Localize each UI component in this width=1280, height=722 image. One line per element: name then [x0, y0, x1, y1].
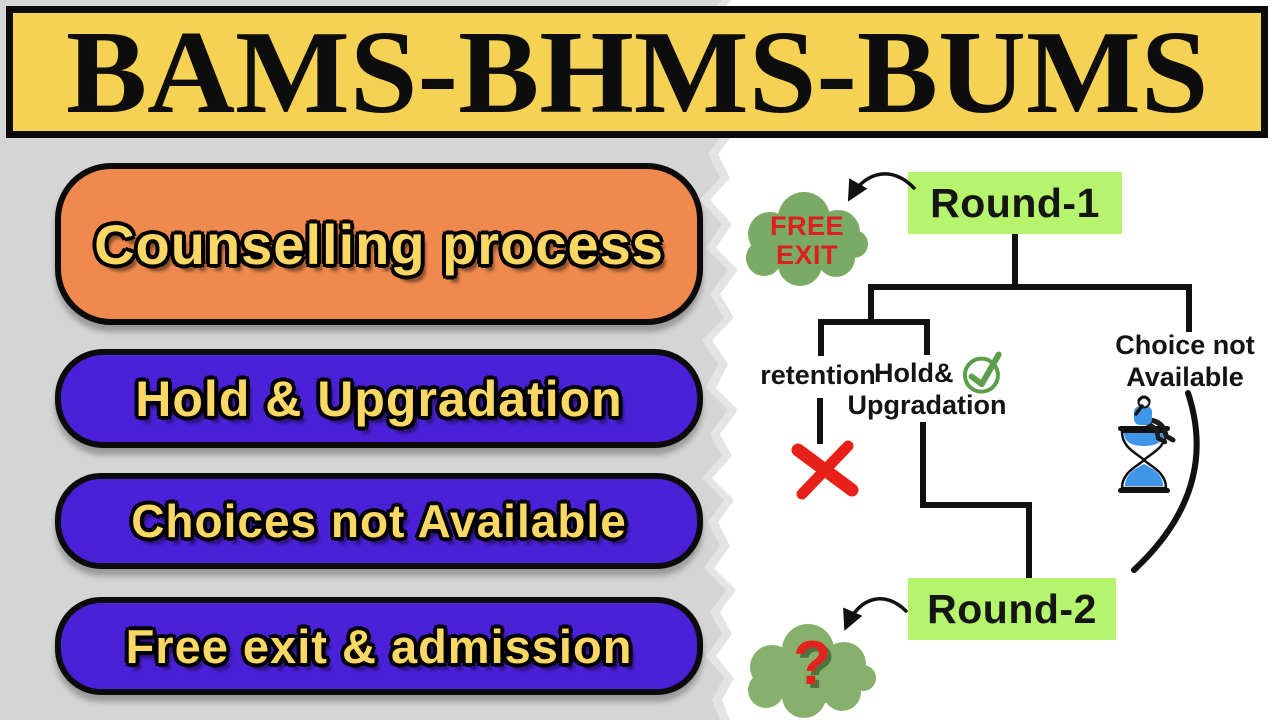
connector-line [817, 398, 823, 444]
curved-arrow-icon [843, 597, 908, 631]
connector-line [1012, 234, 1018, 286]
sidebar-item-label: Hold & Upgradation [135, 370, 623, 427]
sidebar-item-choices-not-available: Choices not Available [55, 473, 703, 569]
free-exit-cloud-icon [746, 192, 868, 286]
sidebar-item-free-exit-admission: Free exit & admission [55, 597, 703, 695]
connector-line [818, 319, 824, 356]
hold-upgradation-label-line2: Upgradation [847, 390, 1007, 420]
page-title: BAMS-BHMS-BUMS [65, 6, 1209, 138]
retention-label: retention [760, 360, 876, 390]
torn-paper-edge [700, 0, 792, 720]
connector-line [1026, 502, 1032, 578]
curved-arrow-icon [847, 172, 916, 202]
sidebar-item-label: Counselling process [94, 212, 664, 276]
connector-line [868, 284, 874, 325]
connector-line [818, 319, 930, 325]
title-banner: BAMS-BHMS-BUMS [6, 6, 1268, 138]
sidebar-item-hold-upgradation: Hold & Upgradation [55, 349, 703, 448]
connector-line [920, 422, 926, 508]
sidebar-item-label: Choices not Available [131, 495, 627, 547]
hold-upgradation-label-line1: Hold& [874, 358, 954, 388]
choice-to-round2-curve [1131, 390, 1200, 573]
connector-line [1186, 284, 1192, 332]
sidebar-item-counselling-process: Counselling process [55, 163, 703, 325]
round-2-label: Round-2 [927, 585, 1097, 632]
question-cloud-icon [748, 624, 876, 718]
connector-line [920, 502, 1032, 508]
question-mark-label: ? [793, 629, 831, 698]
round-1-label: Round-1 [930, 179, 1100, 226]
red-cross-icon [791, 440, 859, 500]
free-exit-label: FREE EXIT [769, 211, 844, 271]
connector-line [868, 284, 1192, 290]
check-circle-icon [962, 351, 1002, 394]
round-1-node: Round-1 [908, 172, 1122, 234]
round-2-node: Round-2 [908, 578, 1116, 640]
sidebar-item-label: Free exit & admission [125, 619, 633, 673]
hourglass-person-icon [1118, 395, 1176, 493]
connector-line [924, 319, 930, 355]
choice-not-available-label: Choice not Available [1115, 330, 1255, 392]
